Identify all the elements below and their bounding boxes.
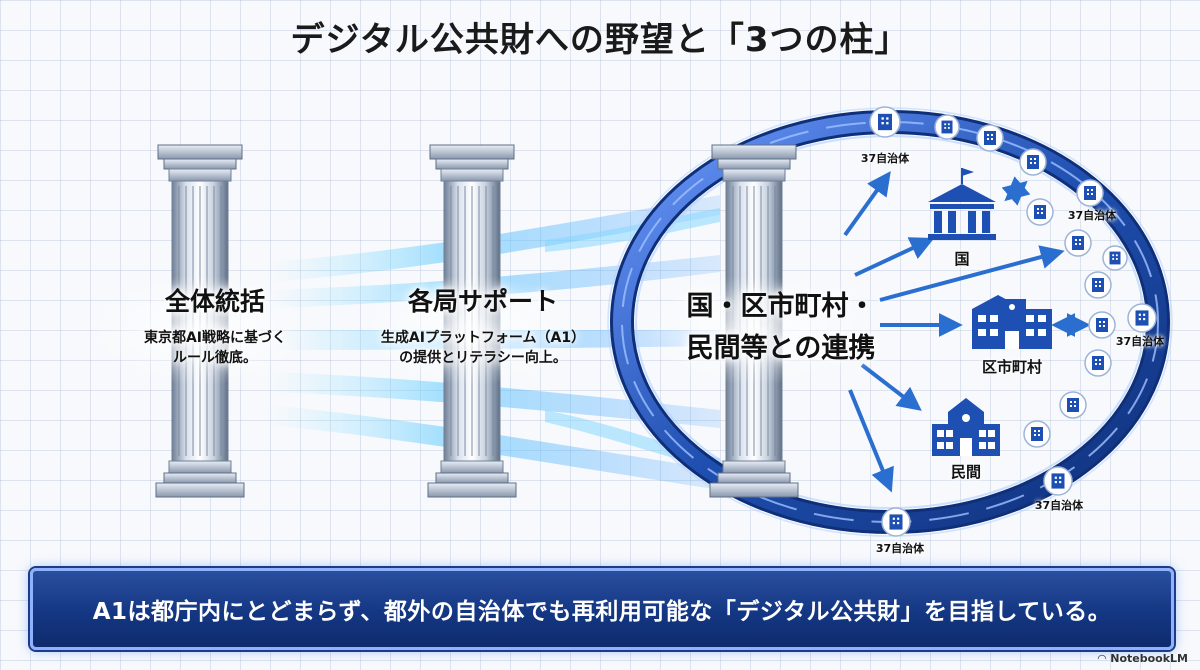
- municipality-8-icon: [1102, 245, 1128, 271]
- notebooklm-watermark: ◠ NotebookLM: [1098, 652, 1188, 665]
- municipality-4-icon: [1019, 148, 1047, 176]
- municipality-label-right: 37自治体: [1115, 335, 1165, 348]
- page-title: デジタル公共財への野望と「3つの柱」: [290, 20, 910, 60]
- private-label: 民間: [950, 463, 982, 481]
- pillar-2-title: 各局サポート: [407, 287, 558, 316]
- municipality-1-icon: [869, 106, 901, 138]
- connection-arrows: [843, 171, 1091, 493]
- municipality-14-icon: [1023, 420, 1051, 448]
- pillar-2-description: 生成AIプラットフォーム（A1） の提供とリテラシー向上。: [380, 330, 586, 366]
- municipality-7-icon: [1064, 229, 1092, 257]
- national-label: 国: [954, 250, 970, 268]
- pillar-1-title: 全体統括: [164, 287, 265, 316]
- pillar-2-icon: [362, 144, 582, 498]
- municipality-label-lower-right: 37自治体: [1034, 499, 1084, 512]
- municipality-6-icon: [1026, 198, 1054, 226]
- municipality-5-icon: [1076, 179, 1104, 207]
- municipality-label-bottom: 37自治体: [875, 542, 925, 555]
- municipality-15-icon: [1043, 466, 1073, 496]
- municipality-2-icon: [934, 114, 960, 140]
- school-building-icon: [932, 398, 1000, 456]
- municipality-13-icon: [1059, 391, 1087, 419]
- government-building-icon: [928, 168, 996, 240]
- watermark-text: NotebookLM: [1110, 652, 1188, 665]
- municipality-3-icon: [976, 124, 1004, 152]
- notebooklm-logo-icon: ◠: [1097, 652, 1107, 665]
- municipality-9-icon: [1084, 271, 1112, 299]
- municipality-12-icon: [1084, 349, 1112, 377]
- summary-banner-text: A1は都庁内にとどまらず、都外の自治体でも再利用可能な「デジタル公共財」を目指し…: [92, 599, 1112, 625]
- municipality-label-top: 37自治体: [860, 152, 910, 165]
- summary-banner: A1は都庁内にとどまらず、都外の自治体でも再利用可能な「デジタル公共財」を目指し…: [30, 568, 1174, 650]
- pillar-1-description: 東京都AI戦略に基づく ルール徹底。: [143, 330, 287, 366]
- municipality-10-icon: [1127, 303, 1157, 333]
- municipality-label-upper-right: 37自治体: [1067, 209, 1117, 222]
- pillar-3-title: 国・区市町村・ 民間等との連携: [686, 291, 876, 364]
- municipality-11-icon: [1088, 311, 1116, 339]
- municipal-label: 区市町村: [981, 358, 1043, 376]
- city-office-icon: [972, 295, 1052, 349]
- pillar-3-icon: [644, 144, 864, 498]
- pillar-1-icon: [90, 144, 310, 498]
- municipality-16-icon: [881, 507, 911, 537]
